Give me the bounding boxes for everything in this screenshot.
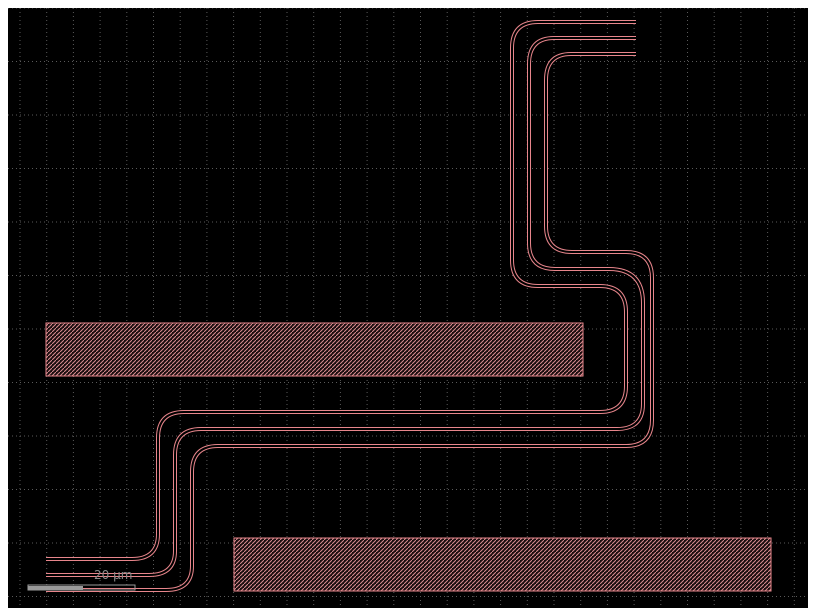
scale-bar-fill [28,586,83,590]
waveguide-inner [46,52,654,592]
scale-bar-label: 20 µm [94,568,132,582]
waveguide-bundle[interactable] [46,20,654,592]
background-grid [8,8,808,608]
scale-bar: 20 µm [27,568,136,591]
scale-bar-outline [27,584,136,591]
waveguide-middle [46,36,645,577]
pad-upper[interactable] [45,322,584,377]
pad-lower[interactable] [233,537,772,592]
layout-canvas[interactable]: 20 µm [8,8,808,608]
layout-viewport[interactable]: 20 µm [8,8,808,608]
